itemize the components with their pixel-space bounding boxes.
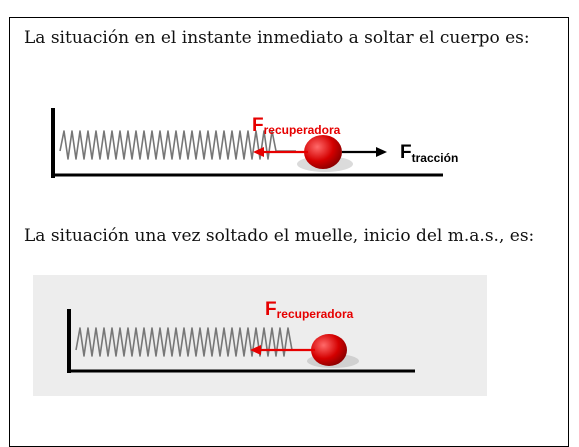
ball — [304, 135, 342, 169]
ball — [311, 334, 347, 366]
traction-force-arrow-head — [376, 147, 387, 157]
panel-background — [33, 275, 487, 396]
spring-diagram-released-instant: Frecuperadora Ftracción — [51, 108, 458, 178]
restoring-force-label: Frecuperadora — [252, 115, 341, 137]
traction-force-label: Ftracción — [400, 142, 458, 165]
restoring-force-label: Frecuperadora — [265, 299, 354, 321]
intro-text: La situación en el instante inmediato a … — [24, 28, 530, 48]
restoring-force-arrow-head — [250, 345, 261, 355]
spring-diagram-mas-start: Frecuperadora — [33, 275, 487, 396]
restoring-force-arrow-head — [253, 147, 264, 157]
second-text: La situación una vez soltado el muelle, … — [24, 226, 535, 246]
spring — [59, 130, 296, 160]
